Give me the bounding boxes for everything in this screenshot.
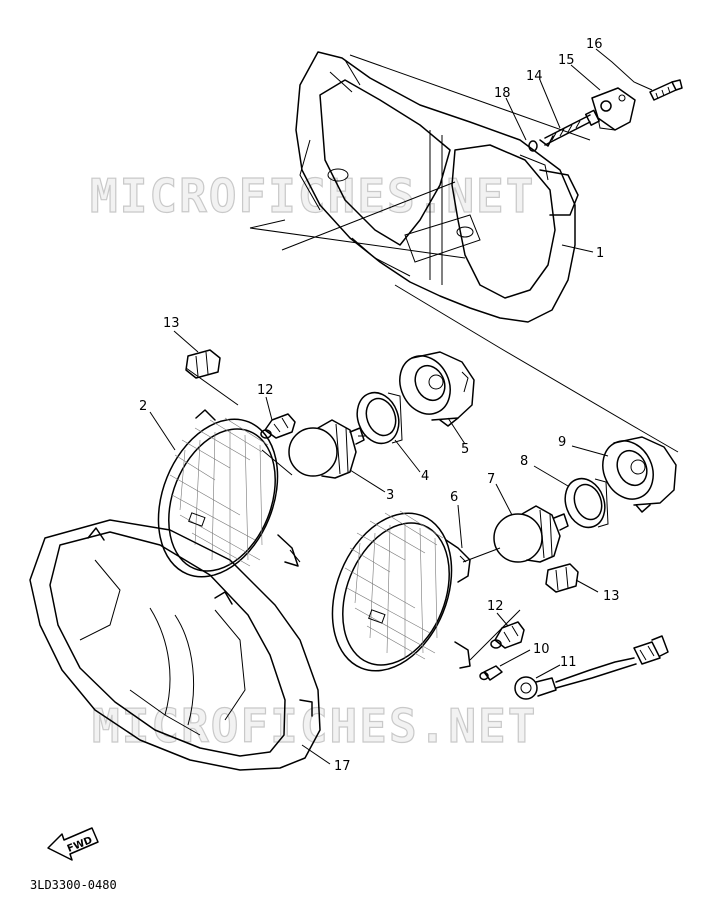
bulb-part-12-upper	[260, 413, 296, 439]
leader-lines	[149, 48, 653, 765]
callout-13-lower: 13	[603, 589, 620, 604]
socket-housing-part-9	[602, 436, 677, 513]
ring-part-4	[356, 391, 403, 445]
socket-harness-part-11	[514, 635, 669, 700]
callout-6: 6	[450, 490, 458, 505]
watermark-top: MICROFICHES.NET	[90, 169, 535, 223]
callout-15: 15	[558, 53, 575, 68]
callout-18: 18	[494, 86, 511, 101]
assembly-lines	[185, 54, 679, 661]
callout-16: 16	[586, 37, 603, 52]
socket-part-13-upper	[185, 349, 221, 379]
callout-4: 4	[421, 469, 429, 484]
callout-17: 17	[334, 759, 351, 774]
socket-part-13-lower	[545, 563, 579, 593]
callout-labels: 16 15 14 18 1 13 12 2 4 5 3 9 8 7 6 13 1…	[139, 37, 620, 774]
callout-7: 7	[487, 472, 495, 487]
washer-part-18	[528, 140, 538, 152]
bulb-part-7	[493, 505, 569, 563]
headlight-cowl-part-17	[29, 519, 321, 771]
screw-part-16	[649, 79, 683, 101]
headlight-lens-part-6	[331, 510, 471, 672]
socket-housing-part-5	[399, 351, 475, 427]
ring-part-8	[564, 477, 609, 529]
callout-5: 5	[461, 442, 469, 457]
callout-8: 8	[520, 454, 528, 469]
diagram-code: 3LD3300-0480	[30, 878, 117, 892]
callout-1: 1	[596, 246, 604, 261]
headlight-lens-part-2	[157, 409, 301, 578]
callout-9: 9	[558, 435, 566, 450]
bulb-part-12-lower	[490, 621, 525, 649]
callout-2: 2	[139, 399, 147, 414]
bracket-part-15	[591, 87, 636, 131]
callout-14: 14	[526, 69, 543, 84]
forward-direction-arrow-icon: FWD	[47, 827, 99, 861]
watermark-bottom: MICROFICHES.NET	[92, 699, 537, 753]
callout-3: 3	[386, 488, 394, 503]
callout-12-upper: 12	[257, 383, 274, 398]
callout-12-lower: 12	[487, 599, 504, 614]
bulb-part-3	[288, 419, 366, 479]
callout-13-upper: 13	[163, 316, 180, 331]
callout-10: 10	[533, 642, 550, 657]
adjusting-screw-part-14	[539, 109, 600, 147]
callout-11: 11	[560, 655, 577, 670]
bulb-part-10	[479, 665, 503, 681]
